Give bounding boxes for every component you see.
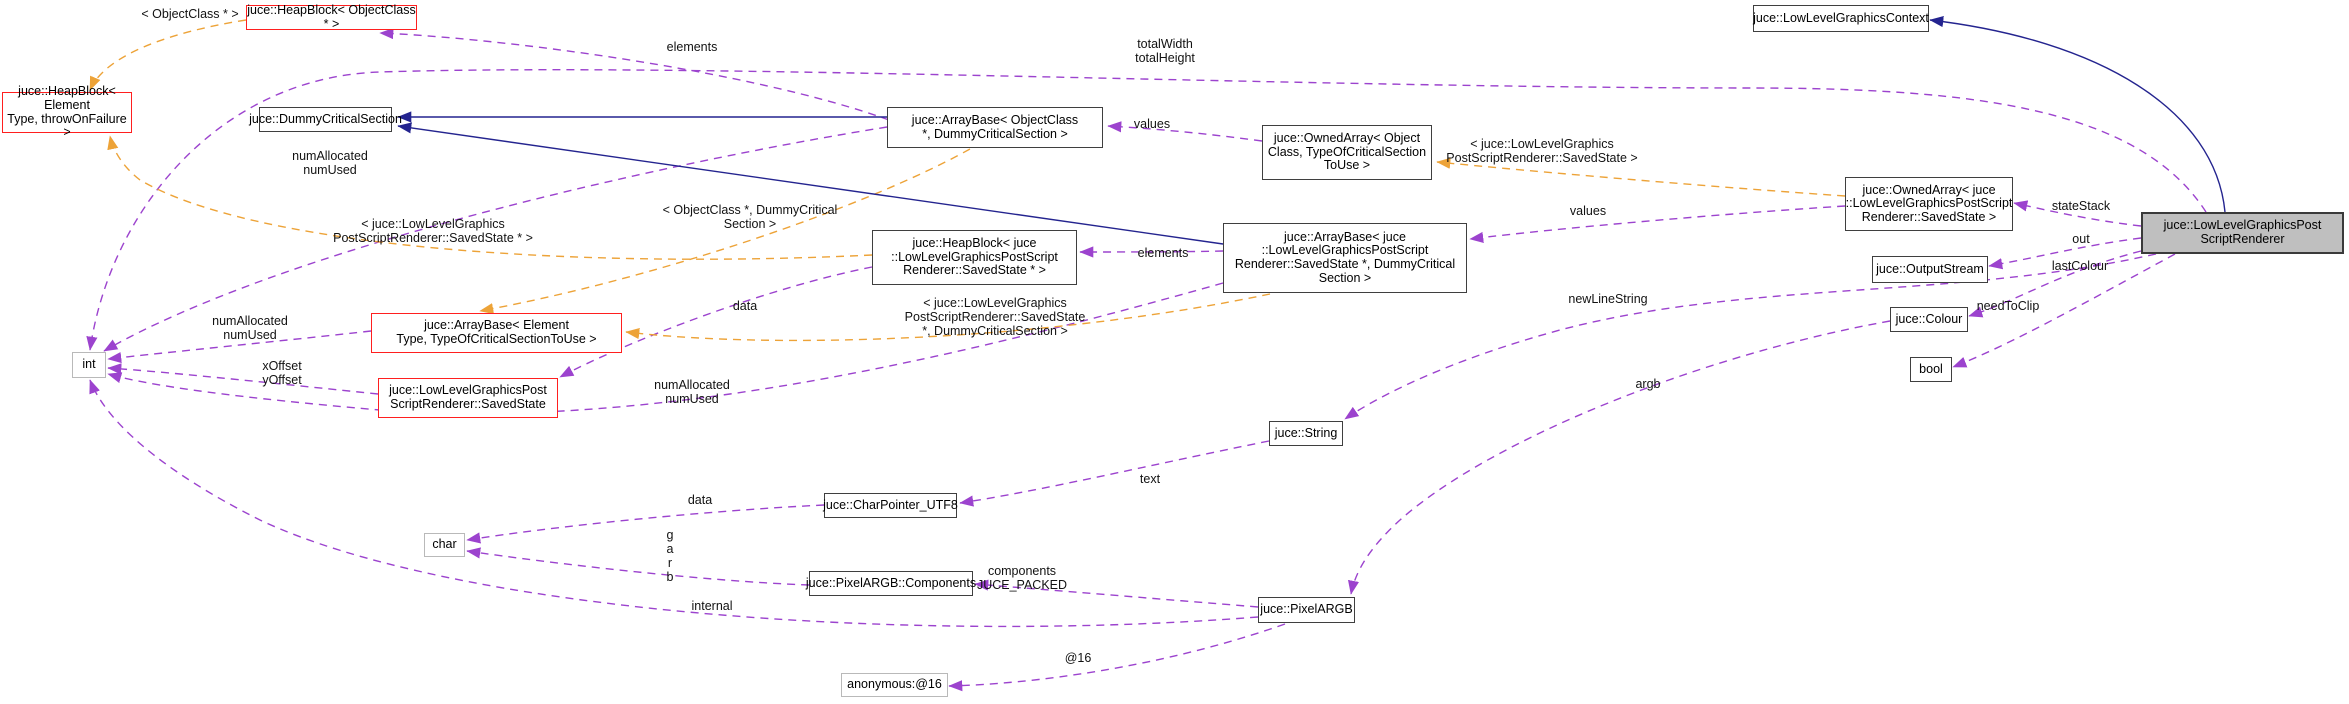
node-dummycriticalsection[interactable]: juce::DummyCriticalSection [249,107,402,132]
node-outputstream[interactable]: juce::OutputStream [1872,256,1988,283]
edge-label-template-objectclass: < ObjectClass * > [141,7,239,21]
node-pixelargb-components[interactable]: juce::PixelARGB::Components [806,571,976,596]
node-heapblock-objectclass[interactable]: juce::HeapBlock< ObjectClass * > [246,2,417,31]
node-charpointer-utf8[interactable]: juce::CharPointer_UTF8 [823,493,958,518]
edge-label-text: text [1139,472,1161,486]
edge-label-numallocated-top: numAllocated numUsed [292,149,368,177]
edge-label-at16: @16 [1064,651,1092,665]
edge-label-newlinestring: newLineString [1568,292,1648,306]
edge-label-numallocated-bottom: numAllocated numUsed [654,378,730,406]
node-string[interactable]: juce::String [1269,421,1343,446]
edge-label-numallocated-left: numAllocated numUsed [212,314,288,342]
edge-label-elements-top: elements [666,40,718,54]
node-int: int [72,352,106,378]
node-arraybase-elementtype[interactable]: juce::ArrayBase< Element Type, TypeOfCri… [371,313,622,353]
node-savedstate[interactable]: juce::LowLevelGraphicsPost ScriptRendere… [378,378,558,418]
node-anonymous-16: anonymous:@16 [841,673,948,697]
edge-label-template-ownedarray: < juce::LowLevelGraphics PostScriptRende… [1446,137,1638,165]
node-char: char [424,533,465,557]
edge-label-internal: internal [691,599,733,613]
edge-label-template-arraybase-objectclass: < ObjectClass *, DummyCritical Section > [662,203,838,231]
node-ownedarray-savedstate[interactable]: juce::OwnedArray< juce ::LowLevelGraphic… [1845,177,2013,231]
node-pixelargb[interactable]: juce::PixelARGB [1258,597,1355,623]
edge-label-totalwidth-totalheight: totalWidth totalHeight [1135,37,1195,65]
node-heapblock-savedstate[interactable]: juce::HeapBlock< juce ::LowLevelGraphics… [872,230,1077,285]
node-arraybase-savedstate[interactable]: juce::ArrayBase< juce ::LowLevelGraphics… [1223,223,1467,293]
node-colour[interactable]: juce::Colour [1890,307,1968,332]
edge-label-argb: argb [1635,377,1661,391]
edge-label-g-a-r-b: g a r b [666,528,674,584]
node-bool: bool [1910,357,1952,382]
node-heapblock-elementtype[interactable]: juce::HeapBlock< Element Type, throwOnFa… [2,85,132,139]
edge-label-lastcolour: lastColour [2051,259,2109,273]
node-ownedarray-objectclass[interactable]: juce::OwnedArray< Object Class, TypeOfCr… [1262,125,1432,180]
edge-label-statestack: stateStack [2051,199,2111,213]
edge-label-components-juce-packed: components JUCE_PACKED [976,564,1068,592]
edge-label-data-heapblock: data [732,299,758,313]
edge-label-xoffset-yoffset: xOffset yOffset [262,359,302,387]
edge-label-needtoclip: needToClip [1976,299,2040,313]
edge-label-template-arraybase-savedstate: < juce::LowLevelGraphics PostScriptRende… [904,296,1086,338]
edge-label-elements-mid: elements [1137,246,1189,260]
edge-label-data-charpointer: data [687,493,713,507]
node-lowlevelgraphicspostscriptrenderer: juce::LowLevelGraphicsPost ScriptRendere… [2141,212,2344,254]
node-lowlevelgraphicscontext[interactable]: juce::LowLevelGraphicsContext [1753,5,1929,32]
edge-label-template-heapblock-savedstate: < juce::LowLevelGraphics PostScriptRende… [333,217,533,245]
node-arraybase-objectclass[interactable]: juce::ArrayBase< ObjectClass *, DummyCri… [887,107,1103,148]
edge-label-values-top: values [1133,117,1171,131]
edge-label-out: out [2072,232,2090,246]
edge-label-values-mid: values [1569,204,1607,218]
